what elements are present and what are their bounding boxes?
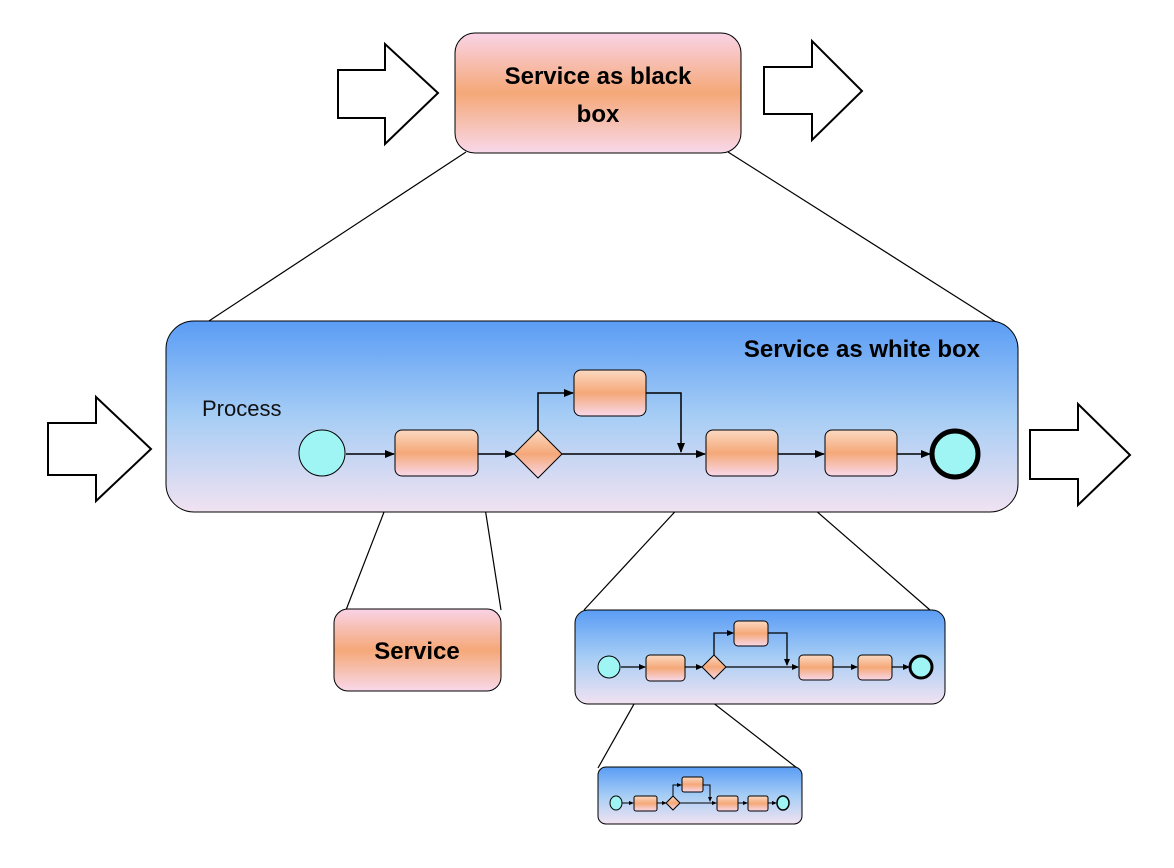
- mini-task-3: [716, 795, 739, 812]
- task-4: [824, 429, 898, 477]
- black-box-title-line2: box: [577, 101, 620, 128]
- task-1: [394, 429, 479, 477]
- flow-gateway-to-upper-task: [537, 389, 574, 430]
- subprocess-mini: [597, 766, 803, 825]
- mini-flow-upper-to-task3: [703, 784, 712, 802]
- sub-gateway: [701, 654, 727, 680]
- task-upper: [573, 369, 647, 417]
- task-3: [705, 429, 779, 477]
- black-box-input-arrow: [337, 41, 440, 147]
- gateway: [513, 429, 563, 479]
- service-box-label: Service: [374, 638, 459, 665]
- white-box-output-arrow: [1029, 401, 1132, 508]
- mini-flow-gateway-to-upper: [672, 783, 682, 796]
- black-box-title-line1: Service as black: [505, 63, 692, 90]
- sub-end-event: [908, 654, 934, 680]
- mini-task-upper: [681, 776, 704, 793]
- end-event: [929, 428, 981, 480]
- mini-task-4: [747, 795, 769, 812]
- sub-flow-upper-to-task3: [768, 632, 790, 666]
- sub-task-3: [798, 654, 834, 681]
- black-box-output-arrow: [763, 38, 864, 143]
- black-box-service: Service as black box: [454, 32, 742, 154]
- connector-black-to-white-left: [179, 151, 467, 341]
- sub-start-event: [597, 655, 621, 679]
- sub-task-upper: [733, 620, 769, 647]
- connector-black-to-white-right: [727, 151, 997, 323]
- sub-task-1: [645, 654, 686, 682]
- service-box: Service: [333, 608, 502, 692]
- flow-upper-task-to-task3: [646, 392, 685, 453]
- mini-gateway: [665, 795, 681, 811]
- sub-task-4: [857, 654, 893, 681]
- mini-task-1: [633, 795, 658, 812]
- start-event: [298, 429, 346, 477]
- white-box-pool: Service as white box Process: [165, 320, 1019, 513]
- mini-end-event: [776, 795, 790, 811]
- process-label: Process: [202, 396, 281, 421]
- white-box-title: Service as white box: [744, 336, 981, 363]
- mini-start-event: [609, 795, 623, 811]
- subprocess-medium: [574, 609, 946, 705]
- sub-flow-gateway-to-upper: [713, 630, 734, 655]
- white-box-input-arrow: [47, 394, 153, 504]
